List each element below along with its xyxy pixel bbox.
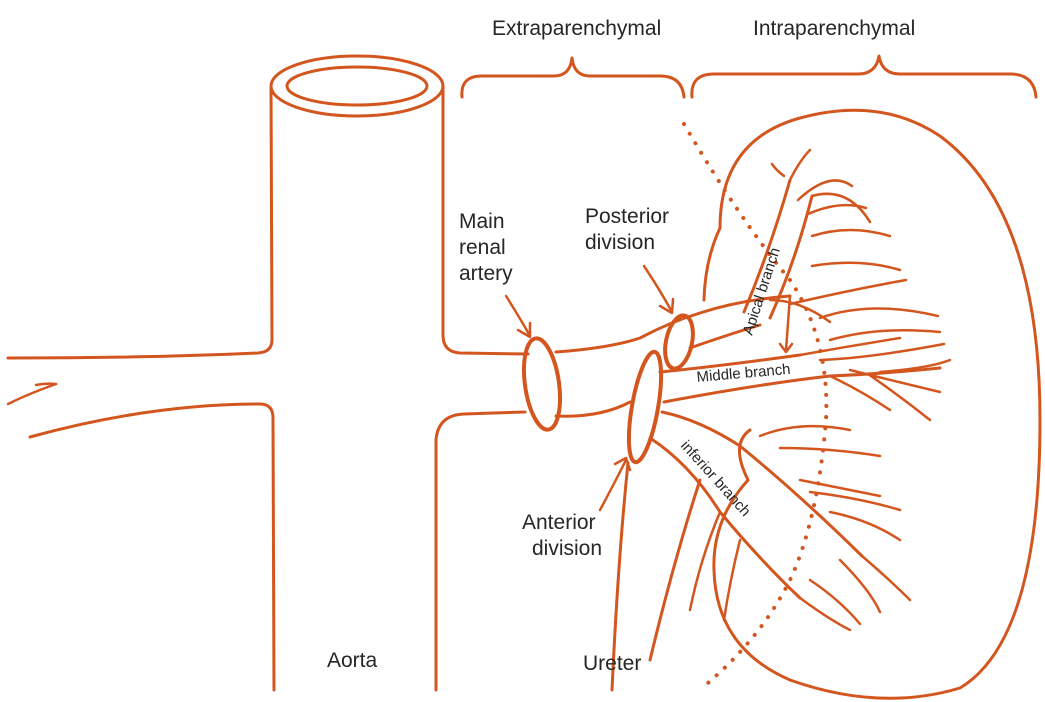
main-renal-artery-label-line-2: renal (459, 236, 506, 259)
left-small-vessel (8, 384, 56, 404)
anterior-division-label-line-1: Anterior (522, 511, 596, 534)
middle-branch-twigs (800, 338, 950, 420)
ureter-label: Ureter (583, 652, 641, 675)
inferior-branch-upper-wall (662, 412, 862, 556)
apical-branch-label: Apical branch (740, 246, 784, 338)
apical-twig-2 (772, 164, 784, 176)
parenchyma-boundary-dotted (684, 124, 826, 688)
posterior-division-label-line-2: division (585, 231, 655, 254)
posterior-division-arrow (644, 266, 673, 313)
intraparenchymal-label: Intraparenchymal (753, 17, 915, 40)
posterior-division-label-line-1: Posterior (585, 205, 669, 228)
ureter-right-wall (650, 480, 700, 660)
extraparenchymal-label: Extraparenchymal (492, 17, 661, 40)
aorta-top-inner (287, 67, 427, 105)
renal-sinus-upper (704, 228, 720, 300)
aorta-right-wall-lower (436, 412, 525, 690)
apical-twig-1 (790, 150, 870, 222)
aorta-label: Aorta (327, 649, 378, 672)
renal-sinus-lower (739, 430, 750, 480)
extraparenchymal-bracket (462, 58, 684, 97)
main-artery-lower-wall (556, 402, 630, 416)
kidney-outline (714, 110, 1040, 698)
aorta-left-wall-lower (30, 404, 274, 690)
apical-twig-3 (812, 230, 900, 270)
middle-branch-pointer (780, 296, 792, 352)
anterior-division-label-line-2: division (532, 537, 602, 560)
main-artery-arrow (506, 296, 530, 337)
aorta-left-wall (8, 86, 272, 358)
aorta-top-outer (271, 56, 443, 116)
main-renal-artery-label-line-3: artery (459, 262, 513, 285)
main-renal-artery-label-line-1: Main (459, 210, 505, 233)
intraparenchymal-bracket (692, 56, 1036, 97)
